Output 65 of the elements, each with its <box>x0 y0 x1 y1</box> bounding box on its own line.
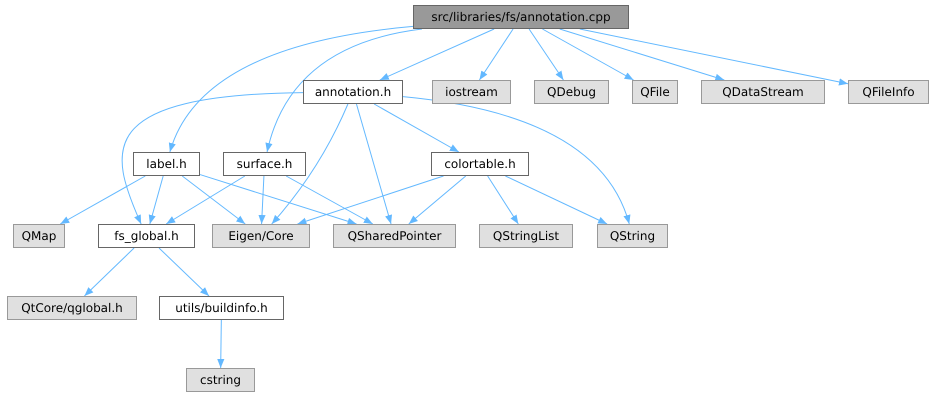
external-header-box <box>479 224 573 248</box>
file-name: colortable.h <box>444 157 516 171</box>
external-header-box <box>848 80 929 104</box>
file-box <box>133 152 200 176</box>
arrow <box>487 176 519 224</box>
arrow <box>258 176 266 224</box>
arrow <box>217 320 224 368</box>
arrow <box>286 176 374 224</box>
arrow <box>542 28 634 80</box>
file-name: QStringList <box>492 229 560 243</box>
arrow <box>271 104 348 224</box>
external-header-box <box>534 80 609 104</box>
arrow <box>402 96 630 224</box>
arrow <box>559 28 725 81</box>
external-header-box <box>432 80 511 104</box>
arrow <box>84 248 135 296</box>
external-header-box <box>632 80 678 104</box>
file-name: annotation.h <box>314 85 392 99</box>
arrow <box>169 26 414 152</box>
file-box <box>159 296 284 320</box>
file-box <box>98 224 195 248</box>
external-header-box <box>186 368 255 392</box>
arrow <box>408 176 466 224</box>
file-name: QMap <box>22 229 56 243</box>
arrow <box>297 176 444 225</box>
arrow <box>60 176 146 224</box>
arrow <box>266 28 422 152</box>
file-name: iostream <box>445 85 498 99</box>
arrow <box>158 248 210 296</box>
external-header-box <box>597 224 668 248</box>
file-box <box>413 5 629 29</box>
file-name: QDataStream <box>722 85 804 99</box>
arrow <box>356 104 392 224</box>
arrow <box>504 176 608 224</box>
file-name: utils/buildinfo.h <box>175 301 268 315</box>
file-name: QFile <box>640 85 670 99</box>
file-name: label.h <box>146 157 187 171</box>
arrow <box>579 28 848 86</box>
external-header-box <box>701 80 825 104</box>
arrow <box>166 176 246 224</box>
file-box <box>431 152 529 176</box>
arrow <box>478 28 514 80</box>
file-name: cstring <box>200 373 242 387</box>
arrow <box>374 104 460 152</box>
arrow <box>528 28 564 80</box>
file-name: QFileInfo <box>862 85 915 99</box>
file-name: QDebug <box>547 85 596 99</box>
arrow <box>379 28 495 80</box>
external-header-box <box>7 296 137 320</box>
arrow <box>122 92 304 224</box>
external-header-box <box>333 224 456 248</box>
file-name: QtCore/qglobal.h <box>21 301 123 315</box>
file-name: fs_global.h <box>114 229 179 243</box>
file-name: QSharedPointer <box>348 229 442 243</box>
arrow <box>148 176 164 224</box>
file-name: src/libraries/fs/annotation.cpp <box>431 10 611 24</box>
file-name: Eigen/Core <box>228 229 294 243</box>
arrow <box>200 174 357 225</box>
external-header-box <box>212 224 310 248</box>
file-name: surface.h <box>236 157 292 171</box>
arrow <box>182 176 246 224</box>
file-name: QString <box>610 229 656 243</box>
file-box <box>303 80 403 104</box>
file-box <box>223 152 306 176</box>
external-header-box <box>13 224 65 248</box>
